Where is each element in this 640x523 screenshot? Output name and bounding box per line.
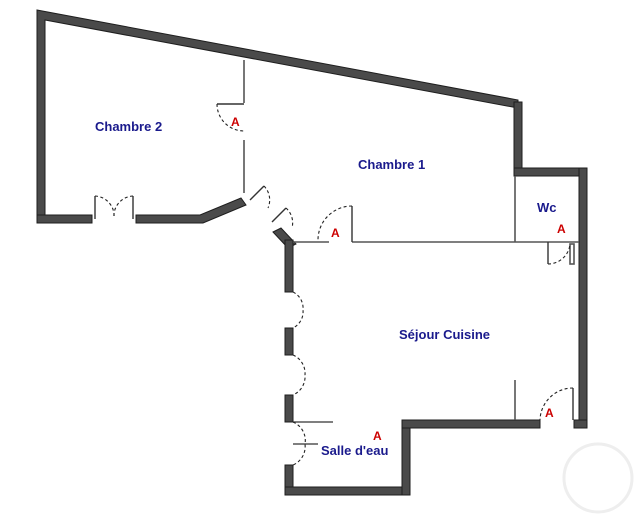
- marker-a-wc: A: [557, 222, 566, 236]
- marker-a-chambre2: A: [231, 115, 240, 129]
- door-diagonal-leaf-a: [249, 185, 265, 201]
- room-label-salle-deau: Salle d'eau: [321, 443, 388, 458]
- door-diagonal-swing-a: [263, 185, 271, 209]
- window-sejour-1: [292, 291, 304, 329]
- access-markers: A A A A A: [231, 115, 566, 443]
- marker-a-sejour: A: [545, 406, 554, 420]
- wall-sejour-west-top: [284, 239, 294, 293]
- window-salle: [292, 421, 306, 466]
- room-labels: Chambre 2 Chambre 1 Wc Séjour Cuisine Sa…: [95, 119, 557, 458]
- walls: [36, 9, 588, 496]
- partition-wc-jamb: [569, 243, 575, 265]
- door-chambre2-south-left-swing: [94, 195, 115, 219]
- door-kitchen-swing: [539, 387, 574, 421]
- marker-a-chambre1: A: [331, 226, 340, 240]
- door-diagonal-leaf-b: [271, 207, 287, 223]
- door-wc-swing: [547, 243, 571, 265]
- wall-chambre2-south-left: [36, 214, 93, 224]
- partitions: [243, 60, 579, 445]
- room-label-chambre1: Chambre 1: [358, 157, 425, 172]
- marker-a-salle-deau: A: [373, 429, 382, 443]
- wall-left-top: [36, 9, 519, 221]
- wall-chambre1-east: [513, 101, 523, 169]
- room-label-wc: Wc: [537, 200, 557, 215]
- wall-wc-north: [513, 167, 588, 177]
- wall-sejour-west-pier1: [284, 327, 294, 356]
- door-chambre1-swing: [317, 205, 353, 241]
- watermark-logo: [562, 442, 634, 514]
- wall-east: [578, 167, 588, 429]
- doors: [94, 103, 574, 466]
- door-diagonal-swing-b: [285, 207, 294, 229]
- wall-chambre2-south-right: [135, 197, 247, 224]
- wall-salle-east: [401, 419, 411, 496]
- door-chambre2-south-right-swing: [113, 195, 134, 219]
- wall-south-right: [573, 419, 588, 429]
- room-label-chambre2: Chambre 2: [95, 119, 162, 134]
- room-label-sejour-cuisine: Séjour Cuisine: [399, 327, 490, 342]
- wall-south-step: [401, 419, 541, 429]
- wall-sejour-west-pier2: [284, 394, 294, 423]
- wall-salle-south: [284, 486, 411, 496]
- window-sejour-2: [292, 354, 306, 396]
